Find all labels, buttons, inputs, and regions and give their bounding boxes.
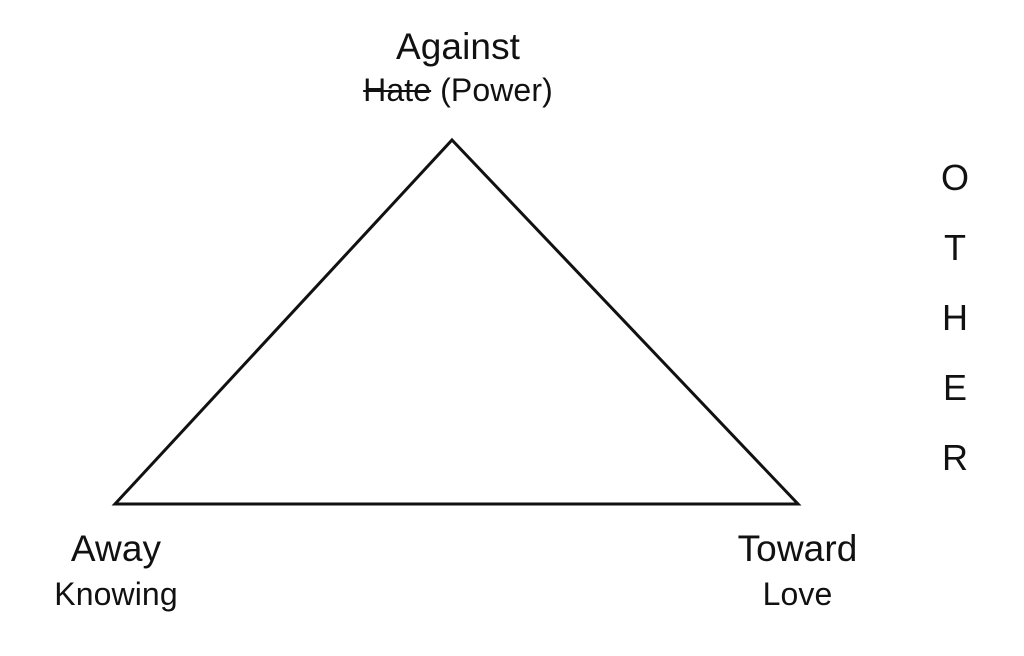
other-axis-label: O T H E R [915, 160, 995, 476]
apex-label-hate-struck: Hate [363, 72, 432, 109]
bottom-left-label-knowing: Knowing [54, 576, 178, 613]
other-letter-1: T [944, 227, 966, 268]
bottom-left-label-group: Away Knowing [0, 528, 232, 613]
bottom-right-label-group: Toward Love [680, 528, 915, 613]
apex-label-hate-power: Hate (Power) [248, 73, 668, 109]
other-letter-2: H [942, 297, 968, 338]
apex-label-power: (Power) [431, 72, 553, 109]
bottom-right-label-love: Love [762, 576, 833, 613]
other-letter-3: E [942, 367, 967, 408]
apex-label-group: Against Hate (Power) [248, 26, 668, 109]
apex-label-against: Against [395, 26, 521, 67]
other-letter-4: R [942, 437, 968, 478]
bottom-left-label-away: Away [70, 528, 162, 569]
triangle-outline [111, 137, 802, 506]
other-letter-0: O [940, 157, 969, 198]
bottom-right-label-toward: Toward [737, 528, 858, 569]
